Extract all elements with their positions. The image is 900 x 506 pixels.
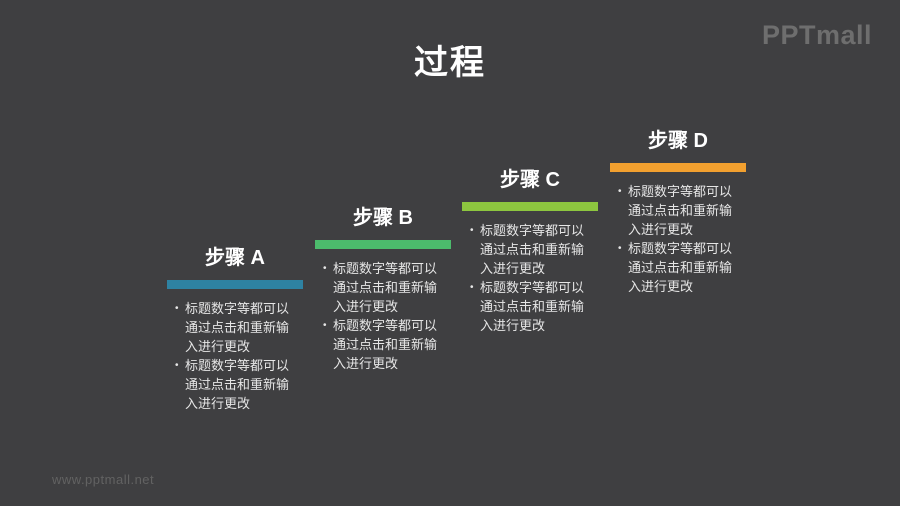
bullet-marker: • [175, 360, 179, 371]
bullet-item: • 标题数字等都可以通过点击和重新输入进行更改 [323, 259, 451, 316]
bullet-text: 标题数字等都可以通过点击和重新输入进行更改 [480, 223, 585, 276]
bullet-text: 标题数字等都可以通过点击和重新输入进行更改 [185, 301, 290, 354]
bullet-item: • 标题数字等都可以通过点击和重新输入进行更改 [470, 278, 598, 335]
bullet-marker: • [618, 243, 622, 254]
step-bullet-list: • 标题数字等都可以通过点击和重新输入进行更改 • 标题数字等都可以通过点击和重… [462, 221, 598, 335]
step-title: 步骤 C [500, 169, 560, 191]
step-title: 步骤 B [353, 207, 413, 229]
step-accent-bar [167, 280, 303, 289]
bullet-item: • 标题数字等都可以通过点击和重新输入进行更改 [175, 356, 303, 413]
bullet-text: 标题数字等都可以通过点击和重新输入进行更改 [628, 241, 733, 294]
bullet-item: • 标题数字等都可以通过点击和重新输入进行更改 [323, 316, 451, 373]
step-column-a: 步骤 A • 标题数字等都可以通过点击和重新输入进行更改 • 标题数字等都可以通… [167, 243, 303, 413]
step-accent-bar [315, 240, 451, 249]
step-accent-bar [610, 163, 746, 172]
step-bullet-list: • 标题数字等都可以通过点击和重新输入进行更改 • 标题数字等都可以通过点击和重… [610, 182, 746, 296]
step-column-c: 步骤 C • 标题数字等都可以通过点击和重新输入进行更改 • 标题数字等都可以通… [462, 165, 598, 335]
step-bullet-list: • 标题数字等都可以通过点击和重新输入进行更改 • 标题数字等都可以通过点击和重… [167, 299, 303, 413]
pptmall-logo: PPTmall [761, 20, 872, 50]
bullet-marker: • [470, 225, 474, 236]
bullet-item: • 标题数字等都可以通过点击和重新输入进行更改 [618, 239, 746, 296]
slide-title: 过程 [414, 44, 486, 82]
bullet-marker: • [618, 186, 622, 197]
step-accent-bar [462, 202, 598, 211]
bullet-item: • 标题数字等都可以通过点击和重新输入进行更改 [618, 182, 746, 239]
bullet-text: 标题数字等都可以通过点击和重新输入进行更改 [480, 280, 585, 333]
bullet-text: 标题数字等都可以通过点击和重新输入进行更改 [333, 318, 438, 371]
bullet-marker: • [175, 303, 179, 314]
bullet-text: 标题数字等都可以通过点击和重新输入进行更改 [333, 261, 438, 314]
step-column-b: 步骤 B • 标题数字等都可以通过点击和重新输入进行更改 • 标题数字等都可以通… [315, 203, 451, 373]
step-bullet-list: • 标题数字等都可以通过点击和重新输入进行更改 • 标题数字等都可以通过点击和重… [315, 259, 451, 373]
step-title: 步骤 D [648, 130, 708, 152]
bullet-marker: • [323, 263, 327, 274]
bullet-item: • 标题数字等都可以通过点击和重新输入进行更改 [175, 299, 303, 356]
bullet-text: 标题数字等都可以通过点击和重新输入进行更改 [628, 184, 733, 237]
bullet-marker: • [470, 282, 474, 293]
bullet-marker: • [323, 320, 327, 331]
watermark-url: www.pptmall.net [52, 472, 155, 487]
bullet-item: • 标题数字等都可以通过点击和重新输入进行更改 [470, 221, 598, 278]
bullet-text: 标题数字等都可以通过点击和重新输入进行更改 [185, 358, 290, 411]
step-title: 步骤 A [205, 247, 265, 269]
step-column-d: 步骤 D • 标题数字等都可以通过点击和重新输入进行更改 • 标题数字等都可以通… [610, 126, 746, 296]
